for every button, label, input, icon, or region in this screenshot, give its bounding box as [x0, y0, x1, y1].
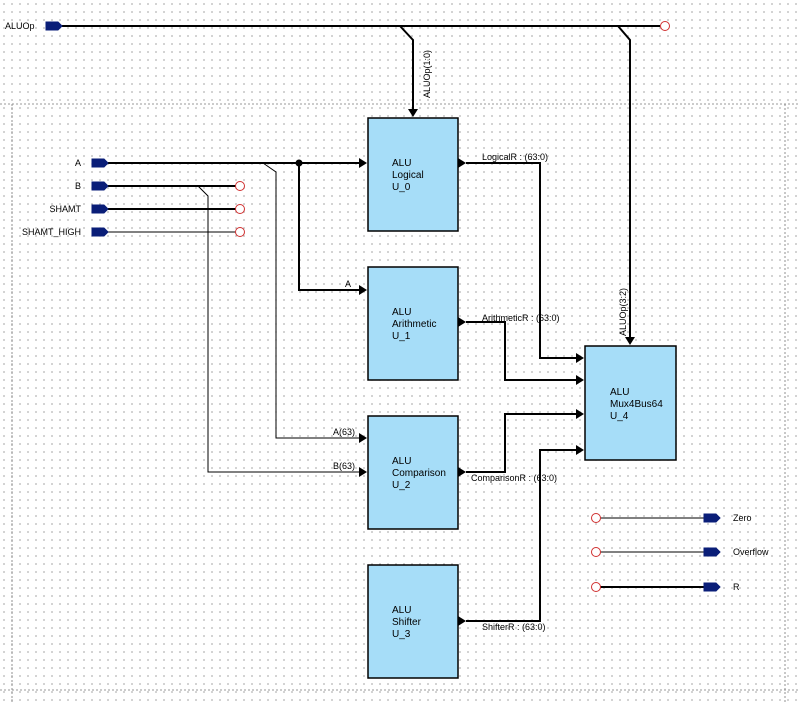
- net-arithmetic-r: [458, 317, 584, 385]
- open-pin[interactable]: [235, 181, 245, 191]
- block-logical[interactable]: ALU Logical U_0: [367, 117, 459, 232]
- open-pin[interactable]: [235, 227, 245, 237]
- shamt-high-label: SHAMT_HIGH: [22, 227, 81, 237]
- net-comparison-r: [458, 409, 584, 477]
- shamt-high-port[interactable]: [91, 227, 109, 237]
- net-shifter-r: [458, 445, 584, 626]
- b-port[interactable]: [91, 181, 109, 191]
- arith-a-label: A: [345, 279, 351, 289]
- b-label: B: [75, 181, 81, 191]
- zero-port[interactable]: [703, 513, 721, 523]
- net-b: [108, 185, 367, 477]
- block-name-label: Logical: [392, 170, 424, 181]
- block-instance-label: U_4: [610, 411, 629, 422]
- block-instance-label: U_3: [392, 629, 411, 640]
- open-pin[interactable]: [591, 547, 601, 557]
- block-name-label: Shifter: [392, 617, 422, 628]
- comparison-r-label: ComparisonR : (63:0): [471, 473, 557, 483]
- block-name-label: Arithmetic: [392, 319, 436, 330]
- block-name-label: Comparison: [392, 468, 446, 479]
- diagram-frame: [0, 103, 798, 702]
- open-pin[interactable]: [591, 513, 601, 523]
- block-instance-label: U_0: [392, 182, 411, 193]
- open-pin[interactable]: [235, 204, 245, 214]
- block-shifter[interactable]: ALU Shifter U_3: [367, 564, 459, 679]
- comp-b63-label: B(63): [333, 461, 355, 471]
- shifter-r-label: ShifterR : (63:0): [482, 622, 546, 632]
- a-label: A: [75, 158, 81, 168]
- block-name-label: Mux4Bus64: [610, 399, 663, 410]
- block-instance-label: U_2: [392, 480, 411, 491]
- block-lib-label: ALU: [610, 387, 629, 398]
- open-pin[interactable]: [660, 21, 670, 31]
- shamt-label: SHAMT: [50, 204, 82, 214]
- comp-a63-label: A(63): [333, 427, 355, 437]
- block-lib-label: ALU: [392, 456, 411, 467]
- block-lib-label: ALU: [392, 605, 411, 616]
- block-instance-label: U_1: [392, 331, 411, 342]
- aluop-bus: [62, 25, 660, 345]
- open-pin[interactable]: [591, 582, 601, 592]
- overflow-label: Overflow: [733, 547, 769, 557]
- r-label: R: [733, 582, 740, 592]
- zero-label: Zero: [733, 513, 752, 523]
- aluop-port[interactable]: [45, 21, 63, 31]
- logical-r-label: LogicalR : (63:0): [482, 152, 548, 162]
- aluop-label: ALUOp: [5, 21, 35, 31]
- aluop-slice-mux-label: ALUOp(3:2): [618, 288, 628, 336]
- block-lib-label: ALU: [392, 158, 411, 169]
- arithmetic-r-label: ArithmeticR : (63:0): [482, 313, 560, 323]
- block-mux[interactable]: ALU Mux4Bus64 U_4: [584, 345, 677, 461]
- shamt-port[interactable]: [91, 204, 109, 214]
- overflow-port[interactable]: [703, 547, 721, 557]
- block-lib-label: ALU: [392, 307, 411, 318]
- net-a: [108, 158, 367, 443]
- block-comparison[interactable]: ALU Comparison U_2: [367, 415, 459, 530]
- r-port[interactable]: [703, 582, 721, 592]
- aluop-slice-logical-label: ALUOp(1:0): [422, 50, 432, 98]
- block-arithmetic[interactable]: ALU Arithmetic U_1: [367, 266, 459, 381]
- a-port[interactable]: [91, 158, 109, 168]
- net-logical-r: [458, 158, 584, 363]
